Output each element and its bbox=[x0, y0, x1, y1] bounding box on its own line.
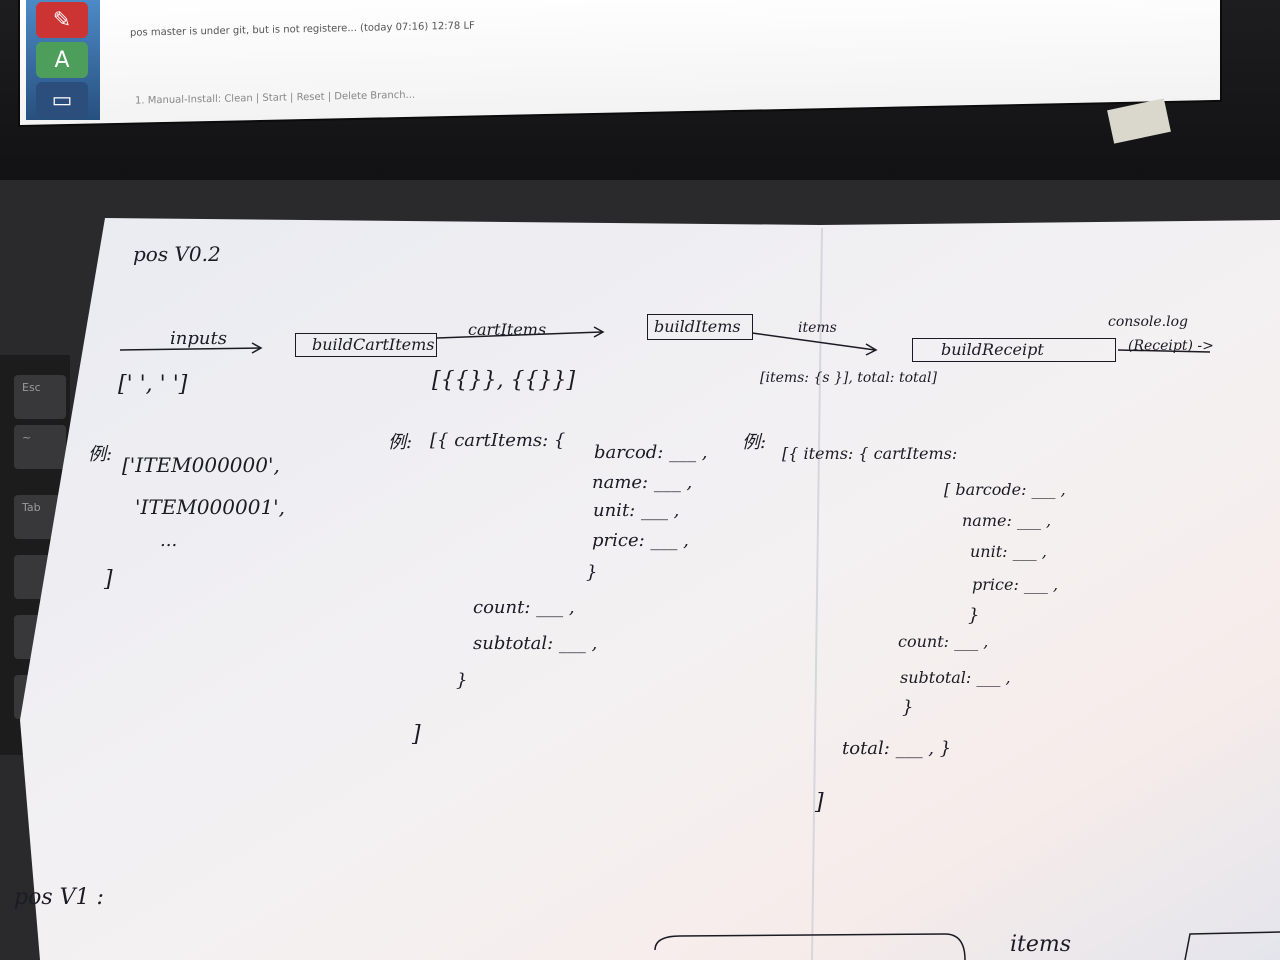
function-name: buildItems bbox=[654, 317, 741, 336]
laptop-screen: pos master is under git, but is not regi… bbox=[0, 0, 1280, 180]
esc-key: Esc bbox=[14, 375, 66, 419]
items-price: price: ___ , bbox=[972, 575, 1059, 594]
terminal-icon[interactable]: ▭ bbox=[36, 82, 88, 118]
bottom-items-label: items bbox=[1010, 932, 1072, 957]
items-name: name: ___ , bbox=[962, 511, 1052, 530]
console-log-label: console.log bbox=[1108, 314, 1188, 330]
cart-close-arr: ] bbox=[412, 722, 421, 747]
inputs-example-line1: ['ITEM000000', bbox=[122, 453, 280, 477]
cart-unit: unit: ___ , bbox=[593, 500, 680, 521]
pos-v1-heading: pos V1 : bbox=[14, 885, 104, 910]
app-icon-red[interactable]: ✎ bbox=[36, 2, 88, 38]
function-box-build-cart-items: buildCartItems bbox=[295, 333, 437, 357]
inputs-label: inputs bbox=[170, 328, 227, 349]
items-shape: [items: {s }], total: total] bbox=[760, 370, 937, 386]
receipt-label: (Receipt) -> bbox=[1128, 338, 1214, 354]
app-dock: ✎ A ▭ bbox=[26, 0, 100, 120]
cart-count: count: ___ , bbox=[473, 597, 575, 618]
tilde-key: ~ bbox=[14, 425, 66, 469]
inputs-example-line2: 'ITEM000001', bbox=[135, 495, 286, 519]
cart-barcode: barcod: ___ , bbox=[594, 442, 708, 463]
function-box-build-items: buildItems bbox=[647, 314, 753, 340]
cart-name: name: ___ , bbox=[592, 472, 693, 493]
items-close-obj: } bbox=[902, 697, 914, 718]
items-barcode: [ barcode: ___ , bbox=[944, 480, 1066, 499]
cart-close-obj: } bbox=[456, 670, 468, 691]
items-total: total: ___ , } bbox=[842, 738, 952, 759]
cart-price: price: ___ , bbox=[592, 530, 689, 551]
inputs-example-close: ] bbox=[104, 567, 113, 592]
items-label: items bbox=[798, 320, 837, 336]
items-close-arr: ] bbox=[815, 790, 824, 815]
inputs-example-line3: ... bbox=[160, 530, 178, 551]
items-example-prefix: 例: bbox=[742, 432, 767, 453]
function-name: buildReceipt bbox=[941, 340, 1044, 359]
cart-close-inner: } bbox=[586, 562, 598, 583]
android-icon[interactable]: A bbox=[36, 42, 88, 78]
cart-subtotal: subtotal: ___ , bbox=[473, 633, 598, 654]
cart-items-label: cartItems bbox=[468, 320, 547, 339]
items-close-inner: } bbox=[968, 605, 980, 626]
items-example-open: [{ items: { cartItems: bbox=[782, 444, 958, 463]
doc-title: pos V0.2 bbox=[133, 242, 221, 266]
cart-items-shape: [{{}}, {{}}] bbox=[432, 368, 576, 393]
items-subtotal: subtotal: ___ , bbox=[900, 668, 1011, 687]
cart-example-open: [{ cartItems: { bbox=[430, 430, 566, 451]
inputs-example-prefix: 例: bbox=[88, 444, 113, 465]
function-box-build-receipt: buildReceipt bbox=[912, 338, 1116, 362]
inputs-shape: [' ', ' '] bbox=[118, 372, 188, 397]
items-count: count: ___ , bbox=[898, 632, 989, 651]
cart-example-prefix: 例: bbox=[388, 432, 413, 453]
items-unit: unit: ___ , bbox=[970, 542, 1047, 561]
function-name: buildCartItems bbox=[312, 335, 435, 354]
